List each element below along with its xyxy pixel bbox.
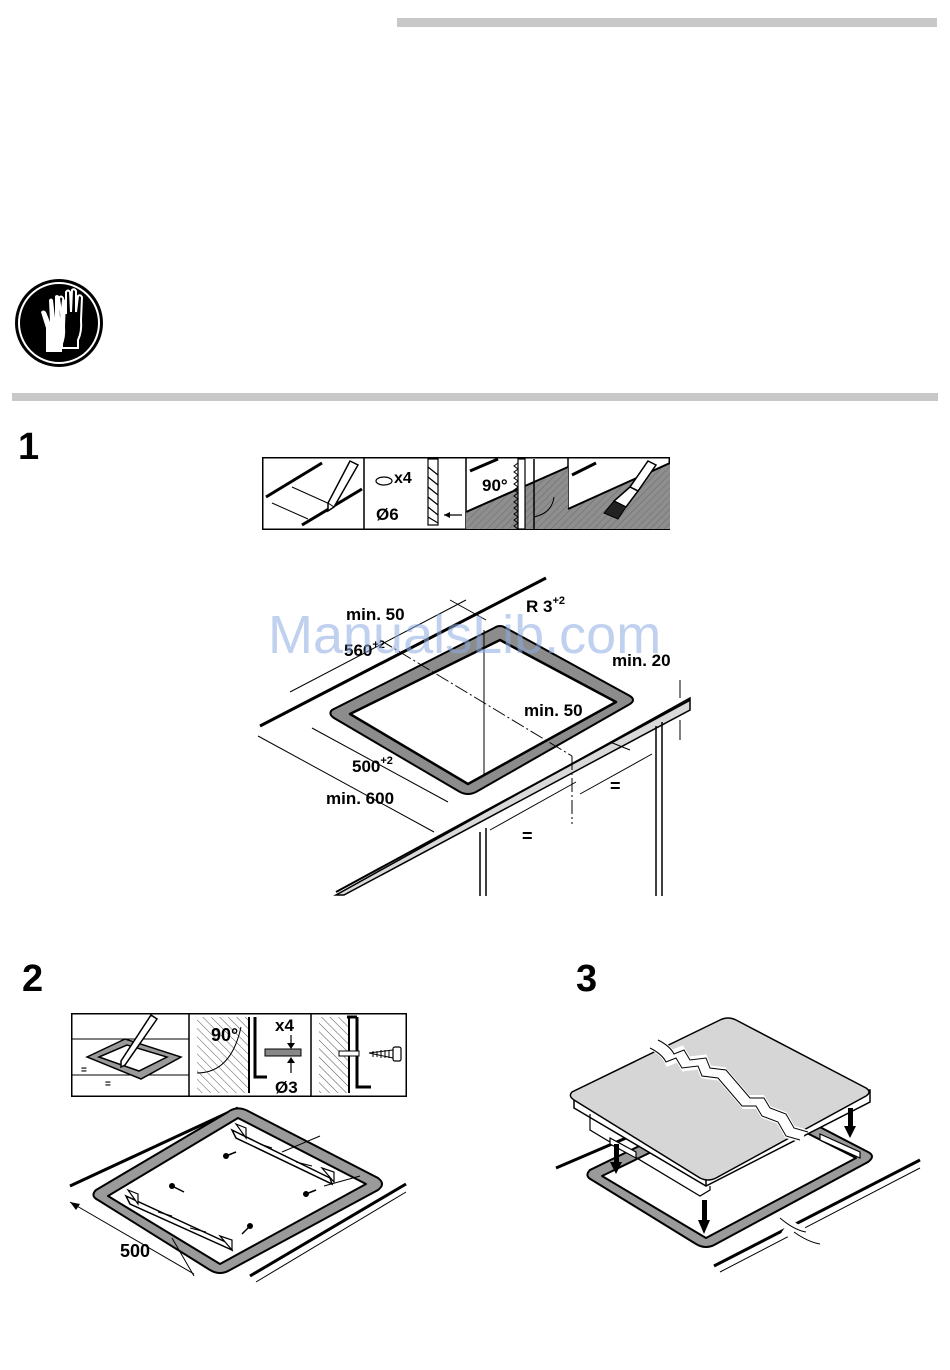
step2-eq-a-label: = [81,1065,87,1076]
step2-width-label: 500 [120,1241,150,1261]
step2-tool-strip: = = 90° x4 Ø3 [71,1013,407,1097]
drill-bracket-icon: 90° x4 Ø3 [197,1016,301,1097]
step-number-2: 2 [22,960,43,998]
step2-angle-label: 90° [211,1025,238,1045]
step-number-1: 1 [18,428,39,466]
step3-hob-insert-diagram [550,1010,930,1280]
step2-bracket-diagram: 500 [60,1100,420,1290]
step1-min600-label: min. 600 [326,789,394,808]
step1-equal-label-1: = [610,776,621,796]
watermark: ManualsLib.com [268,604,661,666]
section-divider [12,393,938,401]
step1-width-value: 500 [352,757,380,776]
header-rule [397,18,937,27]
gloves-icon [12,276,106,370]
step2-eq-b-label: = [105,1079,111,1090]
step1-screws-label: x4 [394,470,412,487]
step1-tool-strip: x4 Ø6 90° [262,457,670,530]
step1-width-label: 500+2 [352,755,393,776]
step1-angle-label: 90° [482,476,508,495]
step2-screws-label: x4 [275,1016,294,1035]
step1-width-tolerance: +2 [380,755,393,767]
step1-equal-label-2: = [522,826,533,846]
step1-min50-side-label: min. 50 [524,701,583,720]
step1-drill-diameter-label: Ø6 [376,505,399,524]
step2-drill-diameter-label: Ø3 [275,1078,298,1097]
step-number-3: 3 [576,960,597,998]
